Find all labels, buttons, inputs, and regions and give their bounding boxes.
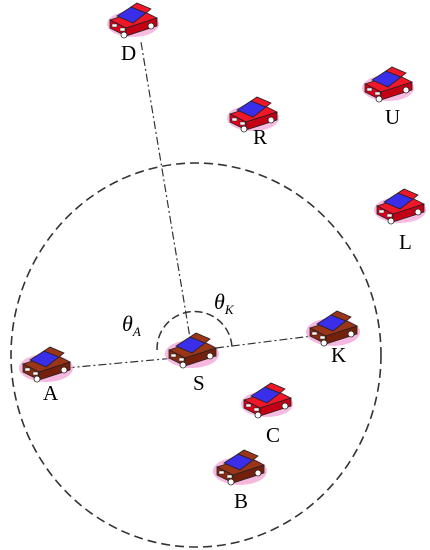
node-label-c: C (266, 423, 280, 447)
link-s-d (140, 41, 193, 351)
car-icon-u (361, 66, 415, 103)
link-s-k (199, 334, 321, 351)
node-label-r: R (253, 125, 267, 149)
car-icon-b (212, 449, 268, 486)
car-icon-c (240, 382, 294, 419)
node-label-a: A (43, 381, 59, 405)
car-icon-s (164, 332, 220, 369)
communication-range-circle (10, 162, 382, 548)
car-icon-a (18, 346, 74, 383)
angle-arc (156, 310, 233, 351)
angle-label-theta-k: θK (214, 289, 235, 317)
node-label-d: D (121, 41, 136, 65)
node-label-b: B (234, 489, 248, 513)
node-label-l: L (399, 230, 412, 254)
angle-label-theta-a: θA (122, 311, 141, 339)
node-label-s: S (193, 371, 205, 395)
link-s-a (54, 356, 187, 370)
car-icon-l (373, 188, 427, 225)
node-label-u: U (385, 105, 400, 129)
node-label-k: K (331, 343, 346, 367)
car-icon-d (106, 2, 160, 39)
car-icon-k (305, 310, 361, 347)
